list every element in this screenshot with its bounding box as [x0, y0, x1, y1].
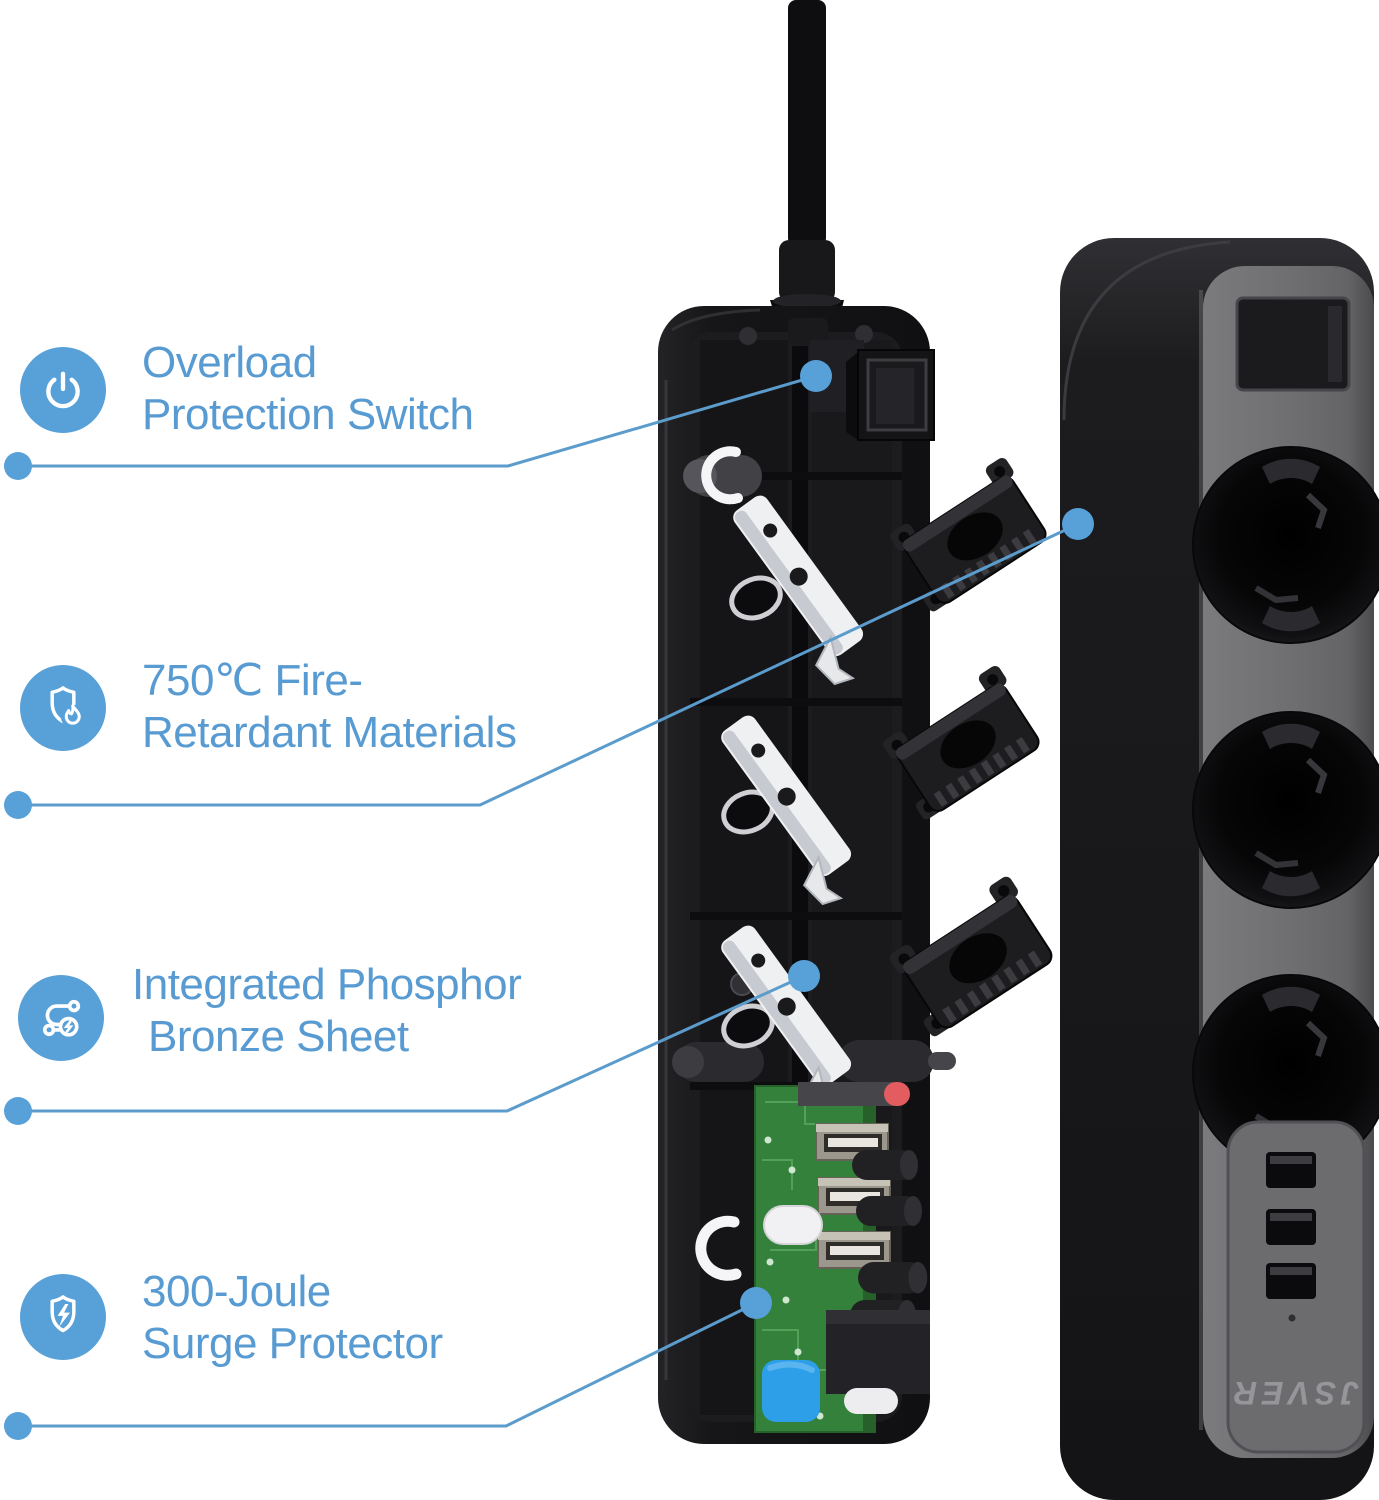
callout-label: Overload: [142, 338, 317, 387]
power-switch: [1235, 296, 1351, 392]
callout-label: Protection Switch: [142, 390, 474, 439]
shield-flame-icon: [20, 665, 106, 751]
socket-opening: [1192, 446, 1379, 644]
assembled-power-strip: JSVER: [1060, 238, 1379, 1500]
callout-fire-retardant: 750℃ Fire- Retardant Materials: [20, 656, 517, 759]
capacitor: [852, 1150, 918, 1180]
callout-label: Bronze Sheet: [148, 1012, 409, 1061]
socket-opening: [1192, 711, 1379, 909]
callout-label: 300-Joule: [142, 1267, 331, 1316]
shield-bolt-icon: [20, 1274, 106, 1360]
capacitor: [856, 1196, 922, 1226]
exploded-power-strip: [658, 0, 1062, 1444]
callout-surge-protector: 300-Joule Surge Protector: [20, 1267, 443, 1370]
usb-port: [1266, 1152, 1316, 1188]
circuit-trace-icon: [18, 975, 104, 1061]
power-icon: [20, 347, 106, 433]
callout-label: 750℃ Fire-: [142, 656, 363, 705]
power-cable: [770, 0, 844, 332]
relay-box: [826, 1310, 930, 1394]
white-capsule-capacitor: [844, 1388, 898, 1414]
usb-ports-panel: JSVER: [1226, 1120, 1366, 1454]
usb-port: [1266, 1263, 1316, 1299]
callout-phosphor-bronze: Integrated Phosphor Bronze Sheet: [18, 960, 522, 1063]
callout-overload-protection: Overload Protection Switch: [20, 338, 474, 441]
callout-label: Retardant Materials: [142, 708, 517, 757]
led-indicator: [1288, 1314, 1296, 1322]
overload-protection-switch-module: [739, 318, 935, 441]
brand-logo: JSVER: [1229, 1375, 1359, 1411]
callout-label: Integrated Phosphor: [132, 960, 522, 1009]
surge-varistor: [762, 1360, 820, 1422]
callout-label: Surge Protector: [142, 1319, 443, 1368]
white-capacitor: [763, 1205, 823, 1245]
surge-protector-circuit-board: [754, 1082, 930, 1433]
capacitor: [858, 1262, 928, 1294]
usb-port: [1266, 1209, 1316, 1245]
